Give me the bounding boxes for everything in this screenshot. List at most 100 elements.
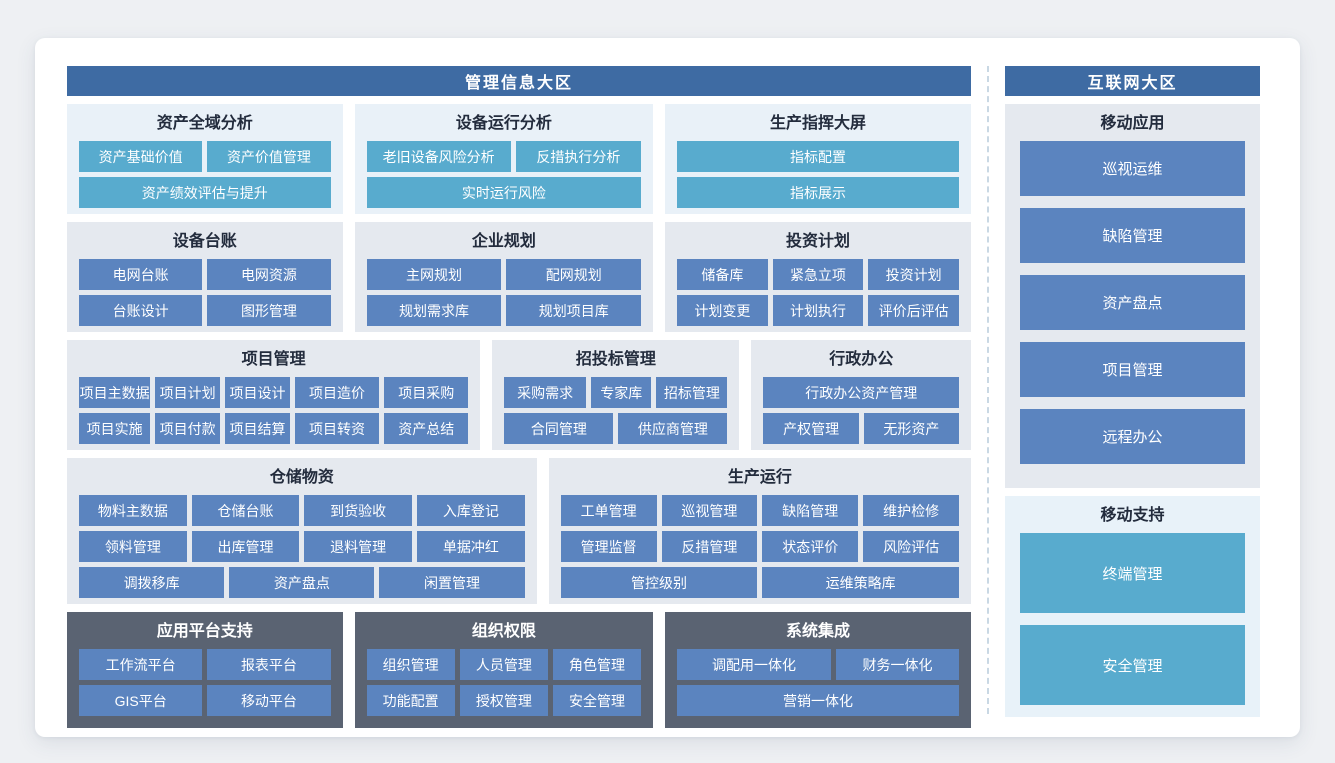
module-button[interactable]: 巡视运维 (1020, 141, 1245, 196)
button-row: 产权管理无形资产 (763, 413, 960, 444)
module-button[interactable]: 项目结算 (225, 413, 290, 444)
module-button[interactable]: 资产盘点 (1020, 275, 1245, 330)
module-button[interactable]: 项目实施 (79, 413, 151, 444)
module-button[interactable]: 储备库 (677, 259, 768, 290)
module-button[interactable]: 计划执行 (772, 295, 864, 326)
module-button[interactable]: 入库登记 (417, 495, 525, 526)
module-button[interactable]: 领料管理 (79, 531, 187, 562)
section-enterprise-planning: 企业规划主网规划配网规划规划需求库规划项目库 (354, 222, 654, 332)
module-button[interactable]: 物料主数据 (79, 495, 187, 526)
module-button[interactable]: 缺陷管理 (762, 495, 859, 526)
module-button[interactable]: 项目付款 (155, 413, 221, 444)
module-button[interactable]: 运维策略库 (762, 567, 959, 598)
button-row: 储备库紧急立项投资计划 (677, 259, 959, 290)
module-button[interactable]: 实时运行风险 (366, 177, 642, 208)
module-button[interactable]: 调配用一体化 (677, 649, 831, 680)
module-button[interactable]: 组织管理 (366, 649, 455, 680)
module-button[interactable]: 招标管理 (656, 377, 728, 408)
module-button[interactable]: 电网台账 (79, 259, 203, 290)
module-button[interactable]: 状态评价 (762, 531, 859, 562)
left-zone-rows: 资产全域分析资产基础价值资产价值管理资产绩效评估与提升设备运行分析老旧设备风险分… (67, 104, 972, 728)
module-button[interactable]: 指标展示 (677, 177, 959, 208)
module-button[interactable]: 仓储台账 (191, 495, 300, 526)
module-button[interactable]: 资产基础价值 (79, 141, 203, 172)
module-button[interactable]: 项目主数据 (79, 377, 151, 408)
module-button[interactable]: 供应商管理 (618, 413, 728, 444)
module-button[interactable]: 反措执行分析 (515, 141, 642, 172)
section-organization-authority: 组织权限组织管理人员管理角色管理功能配置授权管理安全管理 (354, 612, 654, 728)
module-button[interactable]: 维护检修 (863, 495, 960, 526)
module-button[interactable]: 管控级别 (560, 567, 758, 598)
module-button[interactable]: 人员管理 (459, 649, 548, 680)
module-button[interactable]: 安全管理 (1020, 625, 1245, 705)
module-button[interactable]: 资产绩效评估与提升 (79, 177, 331, 208)
module-button[interactable]: 资产盘点 (229, 567, 375, 598)
module-button[interactable]: 紧急立项 (772, 259, 864, 290)
button-row: 规划需求库规划项目库 (366, 295, 642, 326)
module-button[interactable]: 电网资源 (207, 259, 331, 290)
module-button[interactable]: 到货验收 (304, 495, 413, 526)
module-button[interactable]: 主网规划 (366, 259, 502, 290)
module-button[interactable]: 台账设计 (79, 295, 203, 326)
module-button[interactable]: 出库管理 (191, 531, 300, 562)
module-button[interactable]: 退料管理 (304, 531, 413, 562)
module-button[interactable]: 工作流平台 (79, 649, 203, 680)
button-row: 管理监督反措管理状态评价风险评估 (560, 531, 960, 562)
module-button[interactable]: 工单管理 (560, 495, 657, 526)
module-button[interactable]: 专家库 (591, 377, 652, 408)
module-button[interactable]: 财务一体化 (835, 649, 959, 680)
module-button[interactable]: 管理监督 (560, 531, 657, 562)
internet-zone-header: 互联网大区 (1005, 66, 1260, 96)
module-button[interactable]: 行政办公资产管理 (763, 377, 960, 408)
module-button[interactable]: 老旧设备风险分析 (366, 141, 511, 172)
module-button[interactable]: 营销一体化 (677, 685, 959, 716)
section-project-management: 项目管理项目主数据项目计划项目设计项目造价项目采购项目实施项目付款项目结算项目转… (67, 340, 481, 450)
module-button[interactable]: 采购需求 (504, 377, 587, 408)
internet-zone: 互联网大区 移动应用巡视运维缺陷管理资产盘点项目管理远程办公移动支持终端管理安全… (1005, 66, 1260, 717)
module-button[interactable]: 终端管理 (1020, 533, 1245, 613)
module-button[interactable]: 图形管理 (207, 295, 331, 326)
button-row: 合同管理供应商管理 (504, 413, 728, 444)
section-title: 行政办公 (829, 351, 894, 368)
module-button[interactable]: 安全管理 (552, 685, 642, 716)
module-button[interactable]: 项目管理 (1020, 342, 1245, 397)
module-button[interactable]: 报表平台 (207, 649, 331, 680)
module-button[interactable]: 配网规划 (506, 259, 642, 290)
module-button[interactable]: 调拨移库 (79, 567, 225, 598)
module-button[interactable]: 单据冲红 (417, 531, 525, 562)
module-button[interactable]: 无形资产 (863, 413, 960, 444)
module-button[interactable]: 角色管理 (552, 649, 642, 680)
module-button[interactable]: 移动平台 (207, 685, 331, 716)
module-button[interactable]: 反措管理 (661, 531, 758, 562)
module-button[interactable]: 项目造价 (294, 377, 380, 408)
module-button[interactable]: 计划变更 (677, 295, 768, 326)
module-button[interactable]: 项目设计 (225, 377, 290, 408)
module-button[interactable]: 缺陷管理 (1020, 208, 1245, 263)
module-button[interactable]: 项目采购 (384, 377, 469, 408)
module-button[interactable]: 规划需求库 (366, 295, 502, 326)
module-button[interactable]: 闲置管理 (379, 567, 525, 598)
module-button[interactable]: 规划项目库 (506, 295, 642, 326)
architecture-card: 管理信息大区 资产全域分析资产基础价值资产价值管理资产绩效评估与提升设备运行分析… (35, 38, 1300, 737)
module-button[interactable]: 授权管理 (459, 685, 548, 716)
module-button[interactable]: 巡视管理 (661, 495, 758, 526)
module-button[interactable]: 风险评估 (863, 531, 960, 562)
module-button[interactable]: 产权管理 (763, 413, 859, 444)
module-button[interactable]: 指标配置 (677, 141, 959, 172)
button-row: 管控级别运维策略库 (560, 567, 959, 598)
module-button[interactable]: 项目计划 (155, 377, 221, 408)
module-button[interactable]: 资产价值管理 (207, 141, 331, 172)
module-button[interactable]: 远程办公 (1020, 409, 1245, 464)
module-button[interactable]: 合同管理 (504, 413, 614, 444)
module-button[interactable]: 功能配置 (366, 685, 455, 716)
module-button[interactable]: 资产总结 (384, 413, 469, 444)
zone-row: 仓储物资物料主数据仓储台账到货验收入库登记领料管理出库管理退料管理单据冲红调拨移… (67, 458, 971, 604)
module-button[interactable]: 项目转资 (294, 413, 380, 444)
section-title: 生产运行 (727, 469, 792, 486)
module-button[interactable]: 投资计划 (868, 259, 959, 290)
section-title: 系统集成 (786, 623, 851, 640)
module-button[interactable]: GIS平台 (79, 685, 203, 716)
module-button[interactable]: 评价后评估 (868, 295, 959, 326)
